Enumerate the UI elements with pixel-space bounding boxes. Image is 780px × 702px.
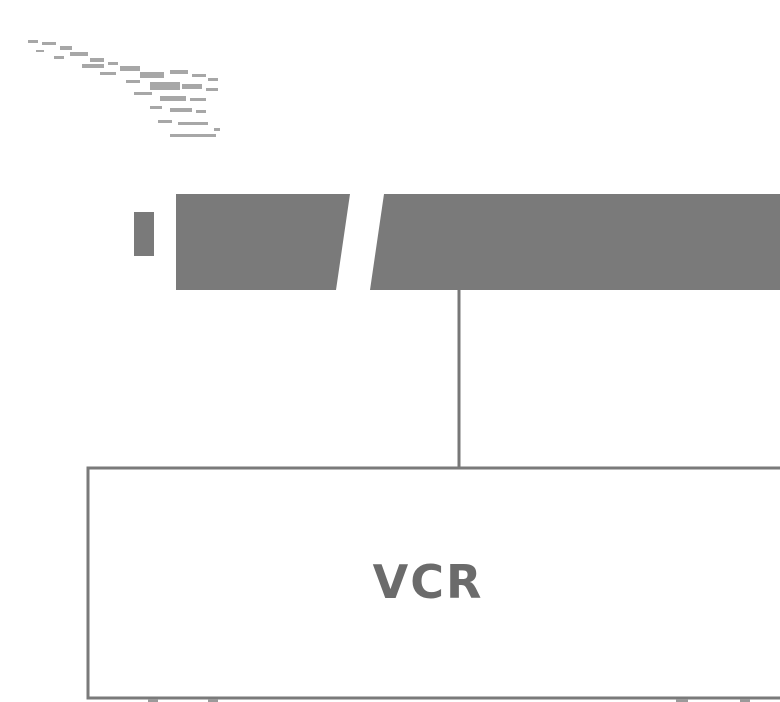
scribble-mark (28, 40, 220, 137)
signal-bar-right-segment (370, 194, 780, 290)
signal-bar-left-segment (176, 194, 350, 290)
signal-bar (134, 194, 780, 290)
box-bottom-ticks (148, 699, 750, 702)
vcr-box-label: VCR (373, 555, 484, 609)
vcr-box (86, 466, 780, 700)
signal-bar-tick (134, 212, 154, 256)
